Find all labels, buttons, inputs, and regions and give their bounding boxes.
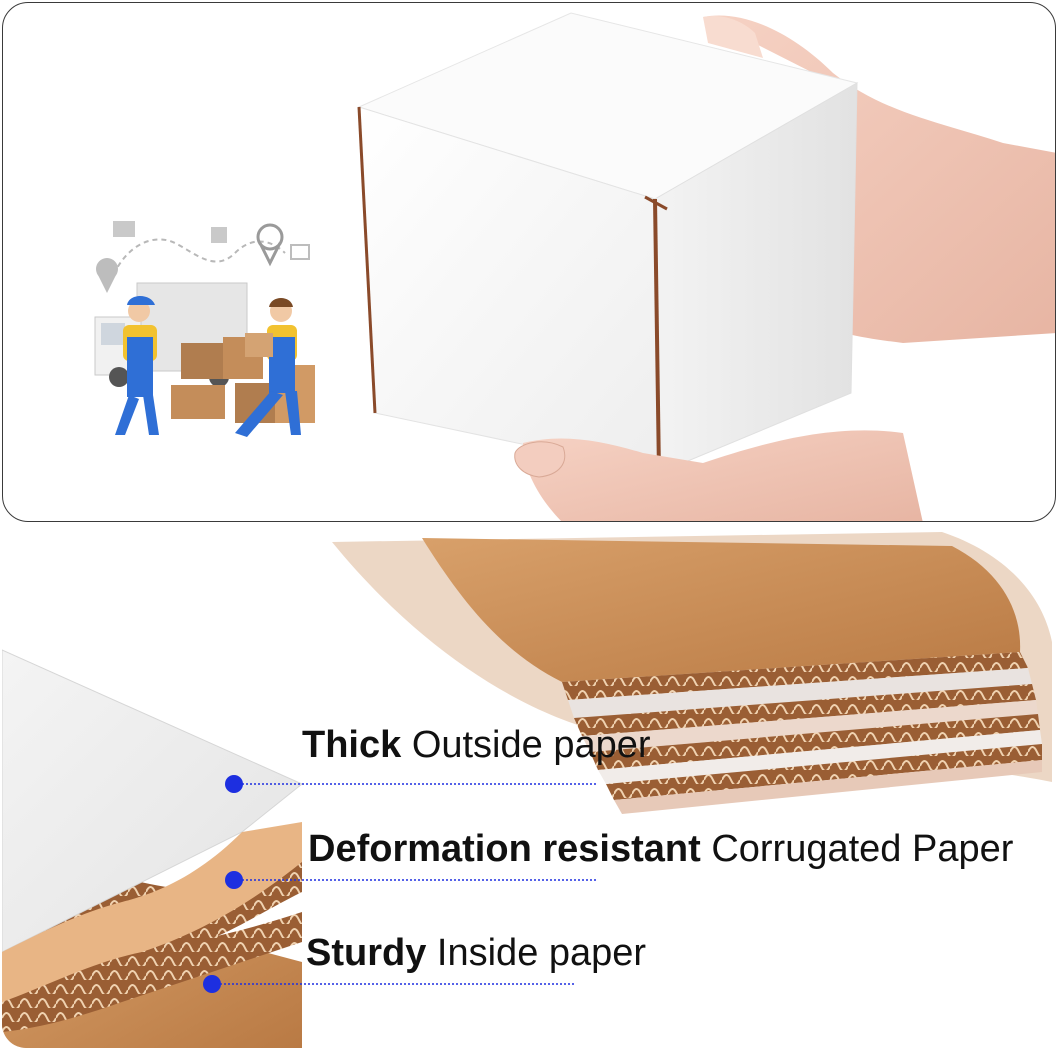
feature-regular-text: Outside paper [411,724,651,766]
feature-bold-text: Deformation resistant [308,828,701,870]
feature-bold-text: Thick [302,724,402,766]
callout-dot [225,871,243,889]
feature-inside-paper: Sturdy Inside paper [306,932,646,975]
material-layers-panel: Thick Outside paper Deformation resistan… [2,532,1056,1048]
cart-icon [211,227,227,243]
corrugated-sheet-stack [332,532,1052,814]
location-pin-icon [96,258,118,293]
location-pin-icon [256,223,284,267]
boxes-icon [113,221,135,237]
feature-regular-text: Corrugated Paper [711,828,1014,870]
callout-dot [203,975,221,993]
callout-lines [203,775,598,993]
delivery-illustration [94,221,315,437]
feature-corrugated-paper: Deformation resistant Corrugated Paper [308,828,1013,871]
worker-left [115,296,159,435]
thumbs-up-icon [290,244,310,260]
product-photo [94,12,1055,521]
white-mailer-box [357,12,859,474]
lower-hand [514,430,923,521]
feature-regular-text: Inside paper [436,932,647,974]
worker-right [235,298,301,437]
material-layers-photo [2,532,1052,1048]
feature-bold-text: Sturdy [306,932,427,974]
product-photo-panel [2,2,1056,522]
callout-dot [225,775,243,793]
corrugated-cross-section [2,649,303,1048]
feature-outside-paper: Thick Outside paper [302,724,651,767]
upper-hand [703,15,1055,343]
